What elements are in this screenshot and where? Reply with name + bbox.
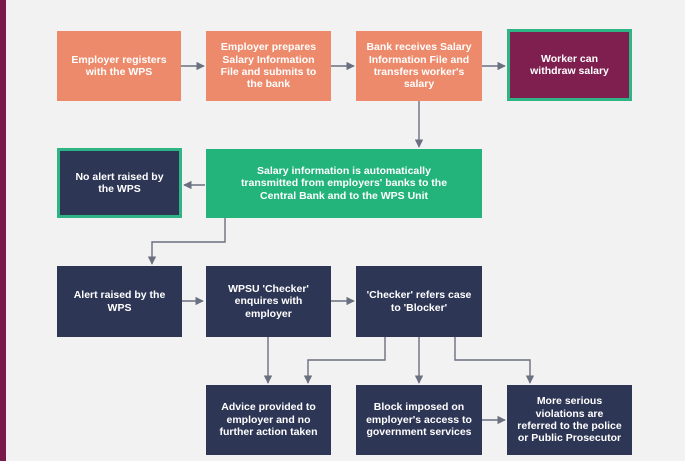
box-worker-withdraw: Worker can withdraw salary	[507, 29, 632, 101]
box-no-alert: No alert raised by the WPS	[57, 148, 182, 218]
arrow-refers-to-serious	[454, 337, 535, 384]
box-bank-receives: Bank receives Salary Information File an…	[356, 31, 482, 101]
left-accent-bar	[0, 0, 6, 461]
box-employer-prepares: Employer prepares Salary Information Fil…	[206, 31, 331, 101]
box-salary-transmitted: Salary information is automatically tran…	[206, 149, 482, 218]
box-employer-registers: Employer registers with the WPS	[57, 31, 181, 101]
box-checker-enquires: WPSU 'Checker' enquires with employer	[206, 266, 331, 337]
arrow-refers-to-advice	[303, 337, 386, 384]
box-block-imposed: Block imposed on employer's access to go…	[356, 385, 482, 455]
box-serious-violations: More serious violations are referred to …	[507, 385, 632, 455]
box-checker-refers: 'Checker' refers case to 'Blocker'	[356, 266, 482, 337]
box-alert-raised: Alert raised by the WPS	[57, 266, 182, 337]
box-advice-provided: Advice provided to employer and no furth…	[206, 385, 331, 455]
arrow-transmitted-to-alert	[147, 218, 226, 265]
